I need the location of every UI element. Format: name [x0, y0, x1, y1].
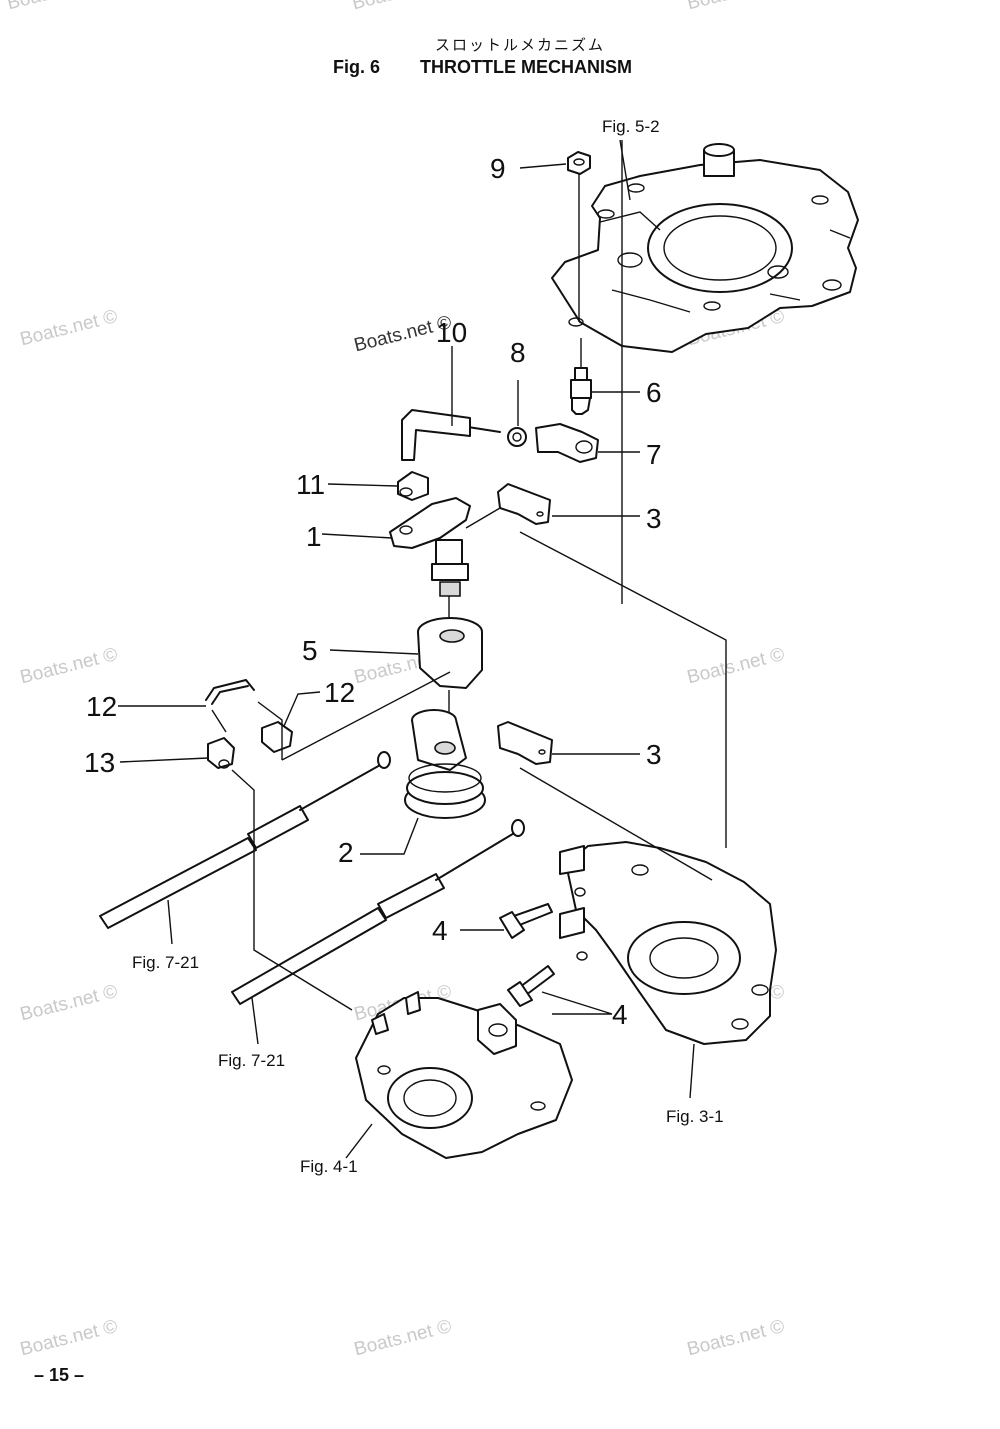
- clip-part-13: [207, 737, 235, 769]
- figure-title: THROTTLE MECHANISM: [420, 57, 632, 77]
- part-label-10: 10: [436, 317, 467, 348]
- part-label-7: 7: [646, 439, 662, 470]
- figure-ref-4-1: Fig. 4-1: [300, 1157, 358, 1176]
- part-label-2: 2: [338, 837, 354, 868]
- figure-number: Fig. 6: [333, 57, 381, 77]
- stud-part-6: [570, 367, 592, 415]
- part-label-5: 5: [302, 635, 318, 666]
- figure-ref-7-21-upper: Fig. 7-21: [132, 953, 199, 972]
- throttle-cable-lower: [231, 819, 525, 1005]
- page-number: – 15 –: [34, 1365, 85, 1385]
- leader-lines: [118, 139, 695, 1159]
- joint-part-7: [535, 423, 599, 463]
- carburetor-fig4-1: [355, 991, 573, 1159]
- nut-part-9: [567, 151, 591, 175]
- bolt-part-4-upper: [499, 903, 553, 939]
- lever-part-1: [389, 497, 471, 597]
- part-label-9: 9: [490, 153, 506, 184]
- washer-part-8: [507, 427, 527, 447]
- pulley-part-2: [404, 709, 486, 819]
- part-label-3-lower: 3: [646, 739, 662, 770]
- figure-ref-7-21-lower: Fig. 7-21: [218, 1051, 285, 1070]
- part-label-4-upper: 4: [432, 915, 448, 946]
- rod-part-10: [401, 409, 501, 461]
- part-label-11: 11: [296, 469, 325, 500]
- collar-part-5: [417, 617, 483, 689]
- part-label-12-left: 12: [86, 691, 117, 722]
- figure-ref-5-2: Fig. 5-2: [602, 117, 660, 136]
- figure-ref-3-1: Fig. 3-1: [666, 1107, 724, 1126]
- clip-part-11: [397, 471, 429, 501]
- connection-lines: [211, 507, 727, 1011]
- part-label-4-lower: 4: [612, 999, 628, 1030]
- part-label-6: 6: [646, 377, 662, 408]
- clip-part-12-left: [205, 679, 255, 705]
- part-label-8: 8: [510, 337, 526, 368]
- part-label-3-upper: 3: [646, 503, 662, 534]
- plate-part-3-upper: [497, 483, 551, 525]
- part-label-1: 1: [306, 521, 322, 552]
- housing-fig5-2: [551, 143, 859, 353]
- part-label-12-right: 12: [324, 677, 355, 708]
- part-label-13: 13: [84, 747, 115, 778]
- plate-part-3-lower: [497, 721, 553, 765]
- bolt-part-4-lower: [507, 965, 555, 1007]
- clip-part-12-right: [261, 721, 293, 753]
- japanese-title: スロットルメカニズム: [434, 36, 605, 54]
